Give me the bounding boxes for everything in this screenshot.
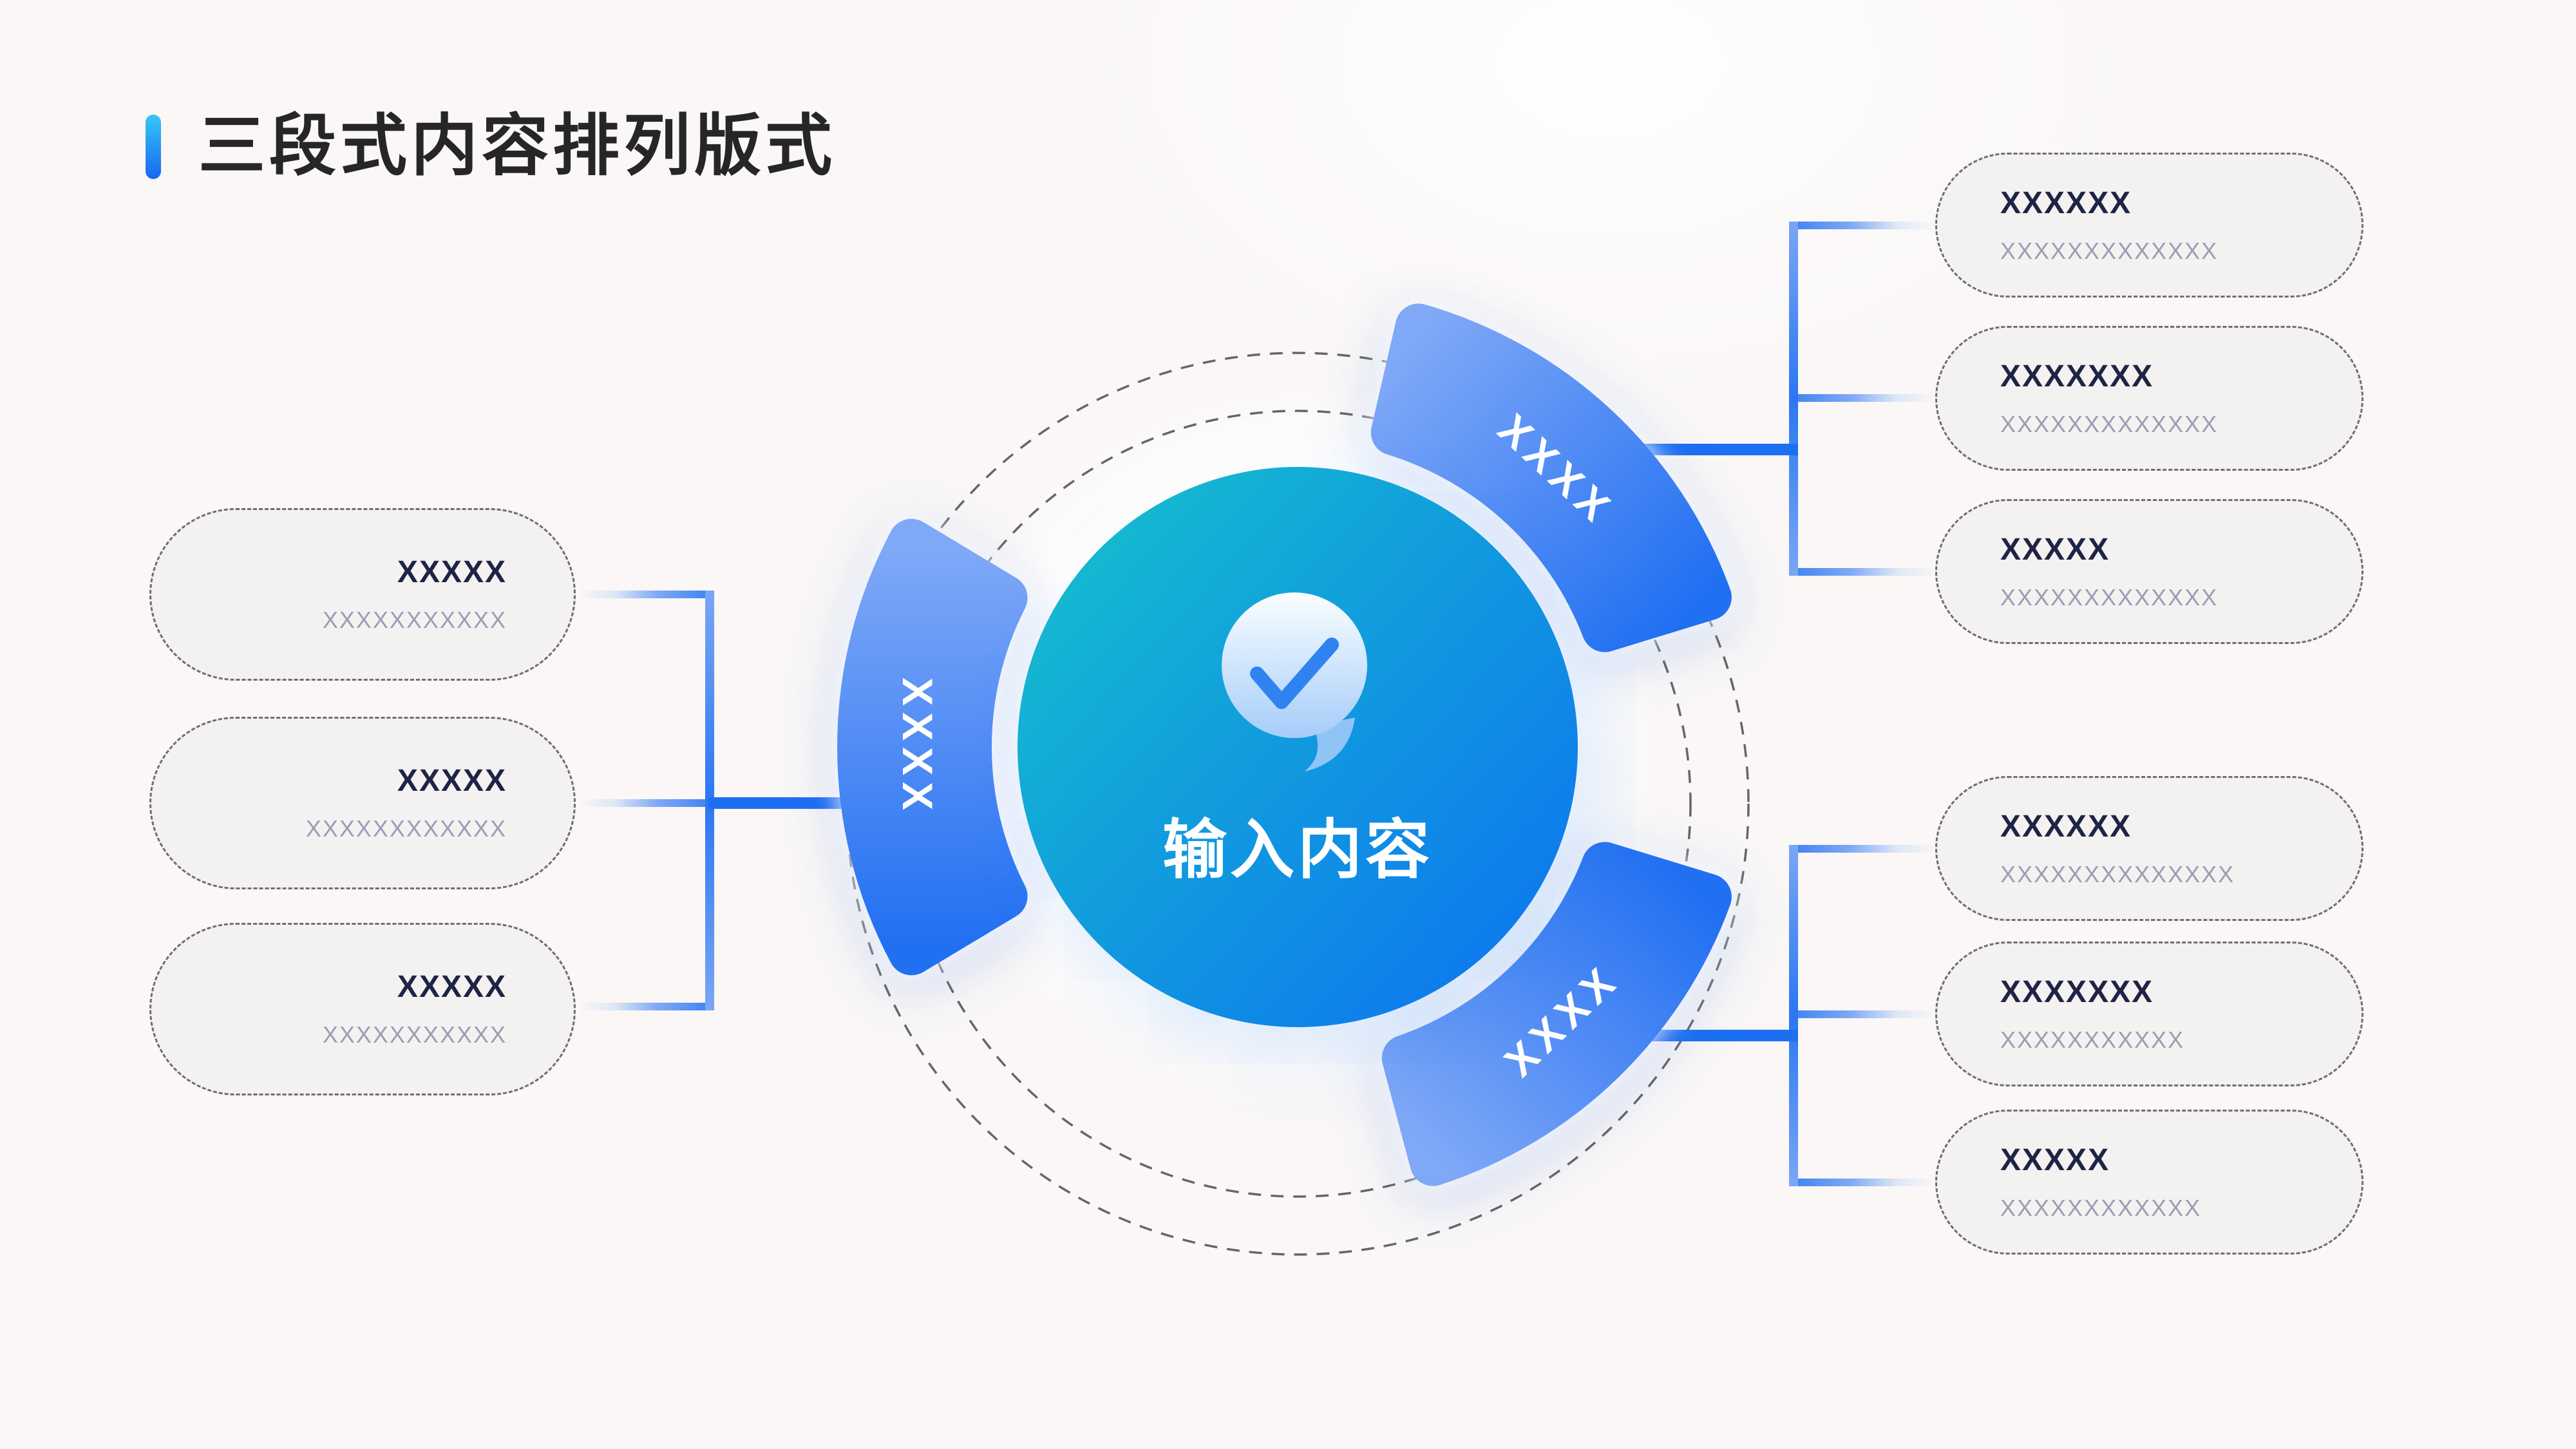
hub-label: 输入内容 xyxy=(1162,814,1433,886)
connector-left-stub-1 xyxy=(578,591,710,598)
right-bottom-box-3-subtitle: XXXXXXXXXXXX xyxy=(2000,1194,2202,1221)
right-top-box-3-subtitle: XXXXXXXXXXXXX xyxy=(2000,583,2219,611)
connector-left-stub-3 xyxy=(578,1003,710,1010)
hub-circle xyxy=(1018,467,1578,1027)
check-badge xyxy=(1222,592,1367,738)
connector-rightbottom-stub-2 xyxy=(1793,1010,1937,1018)
connector-righttop-stub-2 xyxy=(1793,394,1937,402)
left-box-1: XXXXX XXXXXXXXXXX xyxy=(149,508,576,681)
left-box-2: XXXXX XXXXXXXXXXXX xyxy=(149,717,576,889)
right-top-box-2: XXXXXXX XXXXXXXXXXXXX xyxy=(1935,326,2363,471)
right-top-box-1: XXXXXX XXXXXXXXXXXXX xyxy=(1935,153,2363,298)
right-bottom-box-2: XXXXXXX XXXXXXXXXXX xyxy=(1935,942,2363,1086)
page-title: 三段式内容排列版式 xyxy=(198,109,837,184)
right-bottom-box-1-subtitle: XXXXXXXXXXXXXX xyxy=(2000,860,2235,887)
right-bottom-box-2-subtitle: XXXXXXXXXXX xyxy=(2000,1026,2185,1053)
connector-left-stub-2 xyxy=(578,799,710,807)
left-box-1-subtitle: XXXXXXXXXXX xyxy=(322,607,507,633)
arc-label-left: XXXX xyxy=(894,677,942,817)
arc-top-right xyxy=(1370,303,1732,652)
title-accent-bar xyxy=(146,115,161,179)
left-box-3-title: XXXXX xyxy=(397,970,507,1004)
connector-righttop-bracket xyxy=(1789,222,1798,576)
right-bottom-box-1-title: XXXXXX xyxy=(2000,809,2132,844)
dashed-ring-inner xyxy=(904,410,1692,1198)
left-box-1-title: XXXXX xyxy=(397,555,507,589)
right-top-box-2-subtitle: XXXXXXXXXXXXX xyxy=(2000,410,2219,437)
left-box-2-title: XXXXX xyxy=(397,764,507,798)
connector-righttop-stub-3 xyxy=(1793,568,1937,576)
check-mark xyxy=(1250,638,1339,709)
left-box-3: XXXXX XXXXXXXXXXX xyxy=(149,923,576,1095)
connector-rightbottom-stub-1 xyxy=(1793,845,1937,853)
connector-righttop-trunk xyxy=(1609,444,1798,455)
right-bottom-box-3: XXXXX XXXXXXXXXXXX xyxy=(1935,1110,2363,1255)
right-top-box-1-title: XXXXXX xyxy=(2000,185,2132,220)
right-bottom-box-2-title: XXXXXXX xyxy=(2000,974,2154,1009)
right-top-box-2-title: XXXXXXX xyxy=(2000,359,2154,393)
arc-bottom-right xyxy=(1381,842,1732,1186)
right-bottom-box-1: XXXXXX XXXXXXXXXXXXXX xyxy=(1935,776,2363,921)
right-top-box-1-subtitle: XXXXXXXXXXXXX xyxy=(2000,237,2219,264)
arc-left xyxy=(837,518,1028,976)
right-top-box-3: XXXXX XXXXXXXXXXXXX xyxy=(1935,499,2363,644)
connector-righttop-stub-1 xyxy=(1793,222,1937,229)
left-box-3-subtitle: XXXXXXXXXXX xyxy=(322,1021,507,1048)
right-bottom-box-3-title: XXXXX xyxy=(2000,1142,2110,1177)
connector-rightbottom-bracket xyxy=(1789,845,1798,1186)
right-top-box-3-title: XXXXX xyxy=(2000,532,2110,567)
connector-rightbottom-stub-3 xyxy=(1793,1179,1937,1186)
left-box-2-subtitle: XXXXXXXXXXXX xyxy=(305,815,507,842)
dashed-ring-outer xyxy=(846,352,1750,1256)
